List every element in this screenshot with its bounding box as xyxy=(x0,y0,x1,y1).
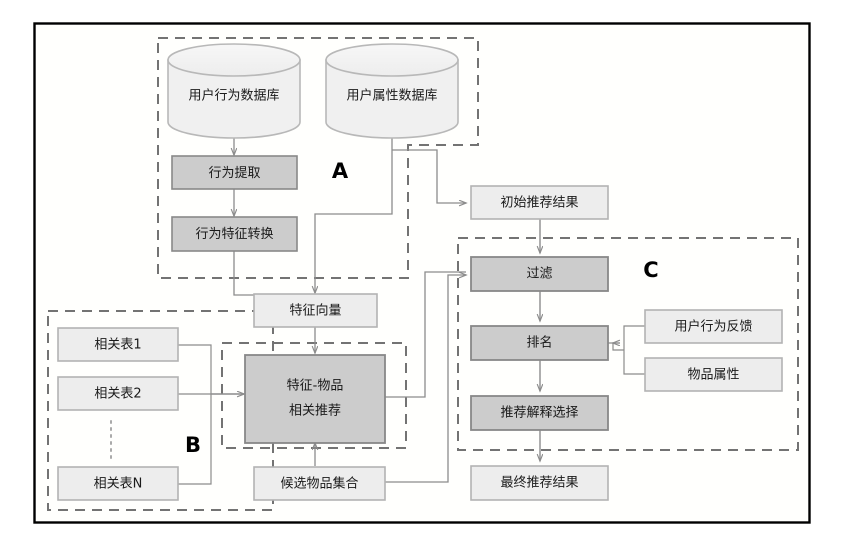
node-user-behavior-feedback-label: 用户行为反馈 xyxy=(674,319,752,335)
node-behavior-extract: 行为提取 xyxy=(171,155,298,190)
node-related-table-2: 相关表2 xyxy=(57,376,179,411)
node-user-attr-db-label: 用户属性数据库 xyxy=(346,88,437,104)
group-c-dashed-box xyxy=(457,237,799,451)
node-behavior-feature-transform: 行为特征转换 xyxy=(171,216,298,252)
node-user-behavior-db: 用户行为数据库 xyxy=(167,43,301,139)
connector-attrdb-to-featurevector xyxy=(315,136,393,293)
node-final-rec-result-label: 最终推荐结果 xyxy=(500,475,578,491)
node-behavior-extract-label: 行为提取 xyxy=(208,165,260,181)
node-ranking-label: 排名 xyxy=(526,335,552,351)
node-filter-label: 过滤 xyxy=(526,267,552,282)
node-related-table-1-label: 相关表1 xyxy=(94,338,141,353)
node-feature-item-rec: 特征-物品 相关推荐 xyxy=(244,354,386,444)
connector-attrdb-to-initialresult xyxy=(392,149,466,203)
node-rec-explanation-select: 推荐解释选择 xyxy=(470,395,609,431)
node-item-attribute-label: 物品属性 xyxy=(687,368,739,383)
connector-table1-bus xyxy=(178,344,212,394)
node-related-table-n-label: 相关表N xyxy=(94,477,143,492)
connector-candidate-to-filter xyxy=(385,275,466,483)
group-a-dashed-box xyxy=(157,37,479,279)
node-related-table-2-label: 相关表2 xyxy=(94,387,141,402)
connector-tablen-bus xyxy=(178,394,212,485)
node-feature-vector-label: 特征向量 xyxy=(289,303,341,319)
node-feature-item-rec-label-line2: 相关推荐 xyxy=(289,404,341,419)
node-ranking: 排名 xyxy=(470,325,609,361)
node-candidate-item-set-label: 候选物品集合 xyxy=(280,476,358,492)
node-rec-explanation-select-label: 推荐解释选择 xyxy=(500,406,578,421)
node-candidate-item-set: 候选物品集合 xyxy=(253,466,386,501)
node-related-table-1: 相关表1 xyxy=(57,327,179,362)
node-initial-rec-result-label: 初始推荐结果 xyxy=(500,196,578,211)
node-user-attr-db: 用户属性数据库 xyxy=(325,43,459,139)
node-behavior-feature-transform-label: 行为特征转换 xyxy=(195,227,273,242)
node-user-behavior-feedback: 用户行为反馈 xyxy=(644,309,783,344)
group-b-label: B xyxy=(185,433,201,457)
node-related-table-n: 相关表N xyxy=(57,466,179,501)
node-item-attribute: 物品属性 xyxy=(644,357,783,392)
node-user-behavior-db-label: 用户行为数据库 xyxy=(188,88,279,104)
node-filter: 过滤 xyxy=(470,256,609,292)
node-feature-vector: 特征向量 xyxy=(253,293,378,328)
node-final-rec-result: 最终推荐结果 xyxy=(470,465,609,501)
connector-featureitemrec-to-filter xyxy=(385,271,466,398)
node-initial-rec-result: 初始推荐结果 xyxy=(470,185,609,220)
group-c-label: C xyxy=(643,258,658,282)
node-feature-item-rec-label-line1: 特征-物品 xyxy=(287,379,344,394)
group-a-label: A xyxy=(332,159,349,183)
